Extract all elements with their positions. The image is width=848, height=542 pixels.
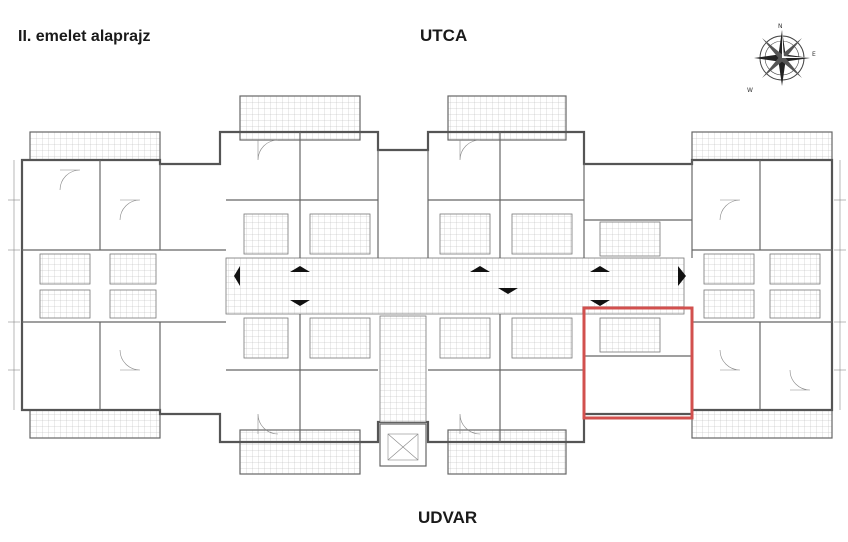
highlighted-apartment [582,306,694,420]
bathroom-cores [39,213,821,359]
svg-text:W: W [747,87,753,94]
svg-text:N: N [778,23,783,30]
compass-rose-icon: N E W [747,23,816,94]
street-balconies [29,95,833,161]
section-markers [234,266,686,306]
door-swings [59,139,811,435]
facade-dimension-ticks [8,160,846,410]
svg-text:E: E [812,51,816,58]
plan-title: II. emelet alaprajz [18,28,151,45]
stair-core [379,315,427,467]
interior-walls [22,132,832,442]
building-outline [20,130,834,444]
courtyard-side-label: UDVAR [418,508,478,527]
street-side-label: UTCA [420,26,468,45]
central-corridor [225,257,685,315]
